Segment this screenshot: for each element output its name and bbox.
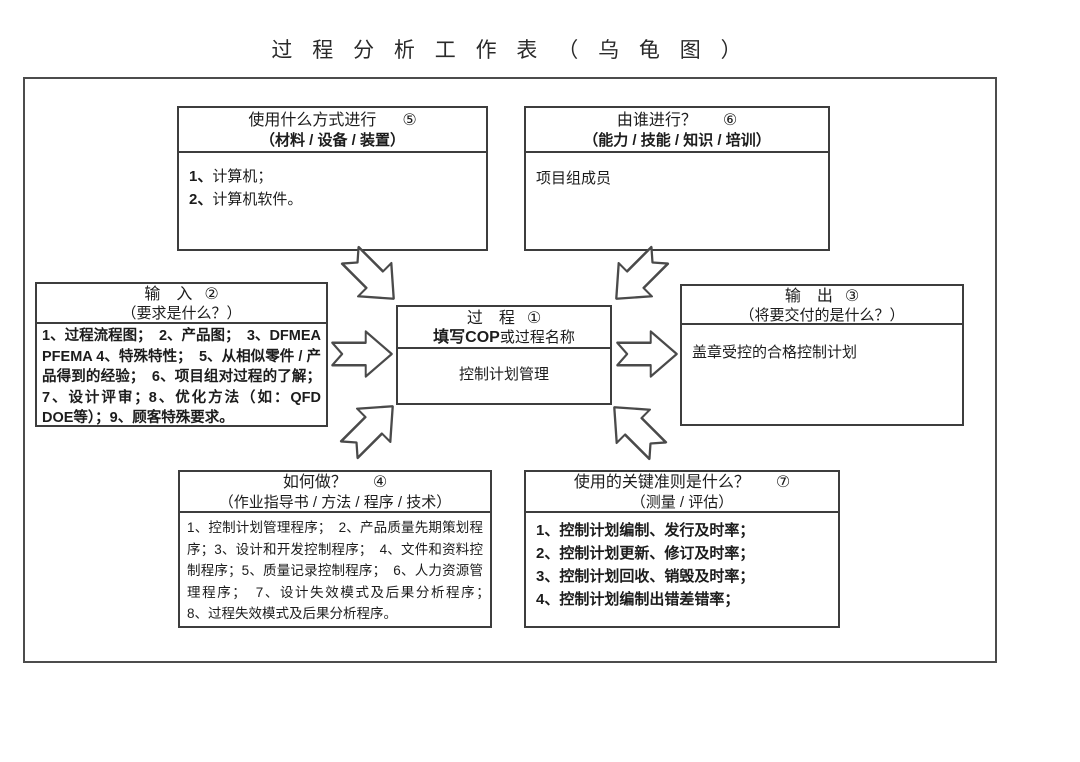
box-input-body: 1、过程流程图； 2、产品图； 3、DFMEA PFEMA 4、特殊特性； 5、… (42, 328, 321, 426)
box-criteria-number: ⑦ (775, 474, 791, 491)
box-output-header: 输 出 ③ （将要交付的是什么？） (682, 286, 962, 325)
box-how-header: 如何做？ ④ （作业指导书 / 方法 / 程序 / 技术） (180, 472, 490, 513)
box-input-header: 输 入 ② （要求是什么？） (37, 284, 326, 324)
box-output-subtitle: （将要交付的是什么？） (739, 307, 905, 324)
box-method-number: ⑤ (402, 112, 417, 129)
block-arrow-up-left-icon (596, 389, 677, 470)
block-arrow-down-right-icon (332, 237, 413, 318)
list-item: 2、控制计划更新、修订及时率； (536, 545, 755, 562)
box-process: 过 程 ① 填写COP或过程名称 控制计划管理 (396, 305, 612, 405)
box-process-body: 控制计划管理 (398, 349, 610, 394)
box-process-title: 过 程 (466, 310, 515, 327)
box-how: 如何做？ ④ （作业指导书 / 方法 / 程序 / 技术） 1、控制计划管理程序… (178, 470, 497, 628)
box-output-title: 输 出 (784, 288, 833, 305)
list-item: 1、计算机； (189, 168, 273, 185)
block-arrow-right-in-icon (331, 330, 393, 378)
box-how-number: ④ (372, 474, 388, 491)
box-method-body: 1、计算机； 2、计算机软件。 (179, 153, 486, 219)
box-who-subtitle: （能力 / 技能 / 知识 / 培训） (583, 132, 771, 149)
page-title: 过 程 分 析 工 作 表 （ 乌 龟 图 ） (271, 39, 749, 62)
list-item: 2、计算机软件。 (189, 191, 303, 208)
box-output-body: 盖章受控的合格控制计划 (682, 325, 962, 372)
box-output: 输 出 ③ （将要交付的是什么？） 盖章受控的合格控制计划 (680, 284, 964, 426)
box-how-title: 如何做？ (282, 474, 347, 491)
box-who-header: 由谁进行？ ⑥ （能力 / 技能 / 知识 / 培训） (526, 108, 828, 153)
list-item: 4、控制计划编制出错差错率； (536, 591, 740, 608)
box-output-body-text: 盖章受控的合格控制计划 (692, 344, 858, 361)
box-method-header: 使用什么方式进行 ⑤ （材料 / 设备 / 装置） (179, 108, 486, 153)
box-input: 输 入 ② （要求是什么？） 1、过程流程图； 2、产品图； 3、DFMEA P… (35, 282, 328, 427)
box-who: 由谁进行？ ⑥ （能力 / 技能 / 知识 / 培训） 项目组成员 (524, 106, 830, 251)
list-item: 3、控制计划回收、销毁及时率； (536, 568, 755, 585)
block-arrow-up-right-icon (331, 388, 412, 469)
box-process-number: ① (526, 310, 542, 327)
box-method-title: 使用什么方式进行 (248, 112, 377, 129)
box-input-title: 输 入 (144, 286, 193, 303)
box-how-body: 1、控制计划管理程序； 2、产品质量先期策划程序；3、设计和开发控制程序； 4、… (187, 520, 497, 621)
block-arrow-down-left-icon (598, 237, 679, 318)
box-how-subtitle: （作业指导书 / 方法 / 程序 / 技术） (218, 494, 452, 511)
box-method-subtitle: （材料 / 设备 / 装置） (259, 132, 405, 149)
box-who-body: 项目组成员 (526, 153, 828, 198)
block-arrow-right-out-icon (616, 330, 678, 378)
box-criteria-title: 使用的关键准则是什么？ (573, 474, 750, 491)
list-item: 1、控制计划编制、发行及时率； (536, 522, 755, 539)
box-who-number: ⑥ (722, 112, 738, 129)
box-who-body-text: 项目组成员 (536, 170, 612, 187)
box-criteria-header: 使用的关键准则是什么？ ⑦ （测量 / 评估） (526, 472, 838, 513)
box-input-number: ② (204, 286, 219, 303)
box-process-subtitle: 填写COP或过程名称 (433, 329, 575, 346)
box-criteria-body: 1、控制计划编制、发行及时率； 2、控制计划更新、修订及时率； 3、控制计划回收… (526, 513, 838, 619)
box-method: 使用什么方式进行 ⑤ （材料 / 设备 / 装置） 1、计算机； 2、计算机软件… (177, 106, 488, 251)
box-who-title: 由谁进行？ (616, 112, 697, 129)
box-criteria: 使用的关键准则是什么？ ⑦ （测量 / 评估） 1、控制计划编制、发行及时率； … (524, 470, 840, 628)
box-criteria-subtitle: （测量 / 评估） (630, 494, 734, 511)
box-output-number: ③ (844, 288, 860, 305)
box-process-header: 过 程 ① 填写COP或过程名称 (398, 307, 610, 349)
box-process-body-text: 控制计划管理 (458, 366, 549, 383)
box-input-subtitle: （要求是什么？） (121, 305, 242, 322)
